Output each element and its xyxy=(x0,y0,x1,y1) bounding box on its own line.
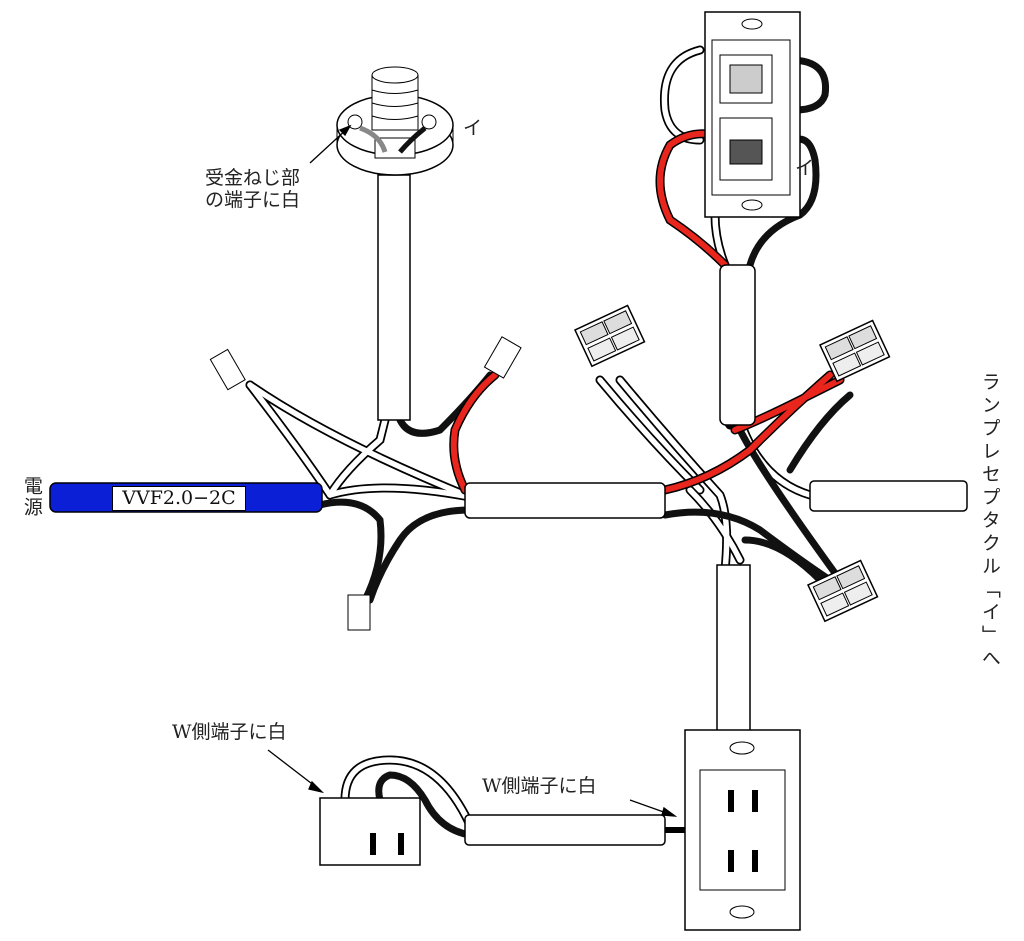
lamp-white-note-line1: 受金ねじ部 xyxy=(205,167,301,189)
switch-mark: イ xyxy=(795,157,815,179)
leader-arrows xyxy=(267,124,678,817)
lamp-receptacle xyxy=(336,66,454,176)
lamp-white-note-line2: の端子に白 xyxy=(205,188,301,211)
single-outlet xyxy=(319,797,421,866)
outlet-w-note: W側端子に白 xyxy=(172,721,287,743)
lamp-white-note: 受金ねじ部 の端子に白 xyxy=(205,167,301,212)
white-wires xyxy=(245,45,815,830)
crimp-sleeve xyxy=(209,336,522,631)
lamp-mark: イ xyxy=(463,117,483,139)
wire-connector xyxy=(574,304,646,368)
switch-with-pilot-lamp xyxy=(704,11,801,218)
duplex-receptacle xyxy=(684,729,801,931)
power-source-label: 電源 xyxy=(20,476,43,518)
center-cable-sheath xyxy=(464,482,666,519)
power-cable-label: VVF2.0−2C xyxy=(112,486,246,511)
outlet-cable-sheath xyxy=(716,564,751,736)
to-receptacle-label: ランプレセプタクル「イ」へ xyxy=(978,372,1001,671)
receptacle-cable-sheath xyxy=(809,480,968,512)
duplex-w-note: W側端子に白 xyxy=(482,775,597,797)
plug-outlet-cable-sheath xyxy=(464,814,666,846)
switch-cable-sheath xyxy=(719,264,756,426)
lamp-cable-sheath xyxy=(377,174,411,421)
